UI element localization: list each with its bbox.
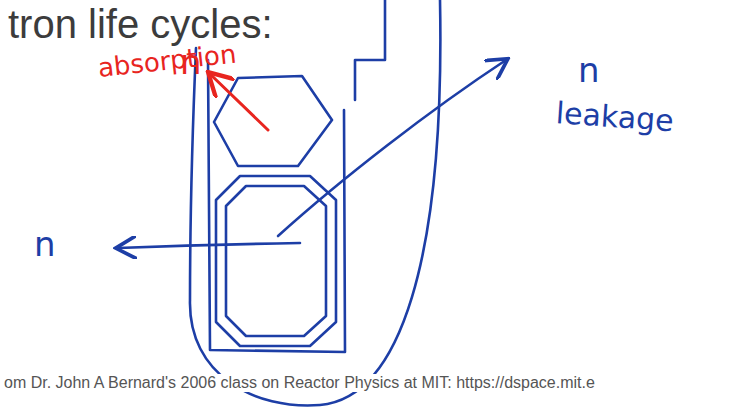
neutron-symbol: n (578, 52, 600, 89)
neutron-symbol: n (34, 226, 56, 263)
neutron-absorbed (210, 74, 268, 130)
upper-hexagon (214, 76, 332, 166)
neutron-leak-left (118, 243, 300, 248)
source-caption: om Dr. John A Bernard's 2006 class on Re… (2, 374, 597, 392)
neutron-leak-right (278, 60, 506, 236)
neutron-symbol: n (180, 44, 202, 81)
process-label: absorption (97, 40, 238, 83)
process-label: leakage (555, 96, 675, 137)
